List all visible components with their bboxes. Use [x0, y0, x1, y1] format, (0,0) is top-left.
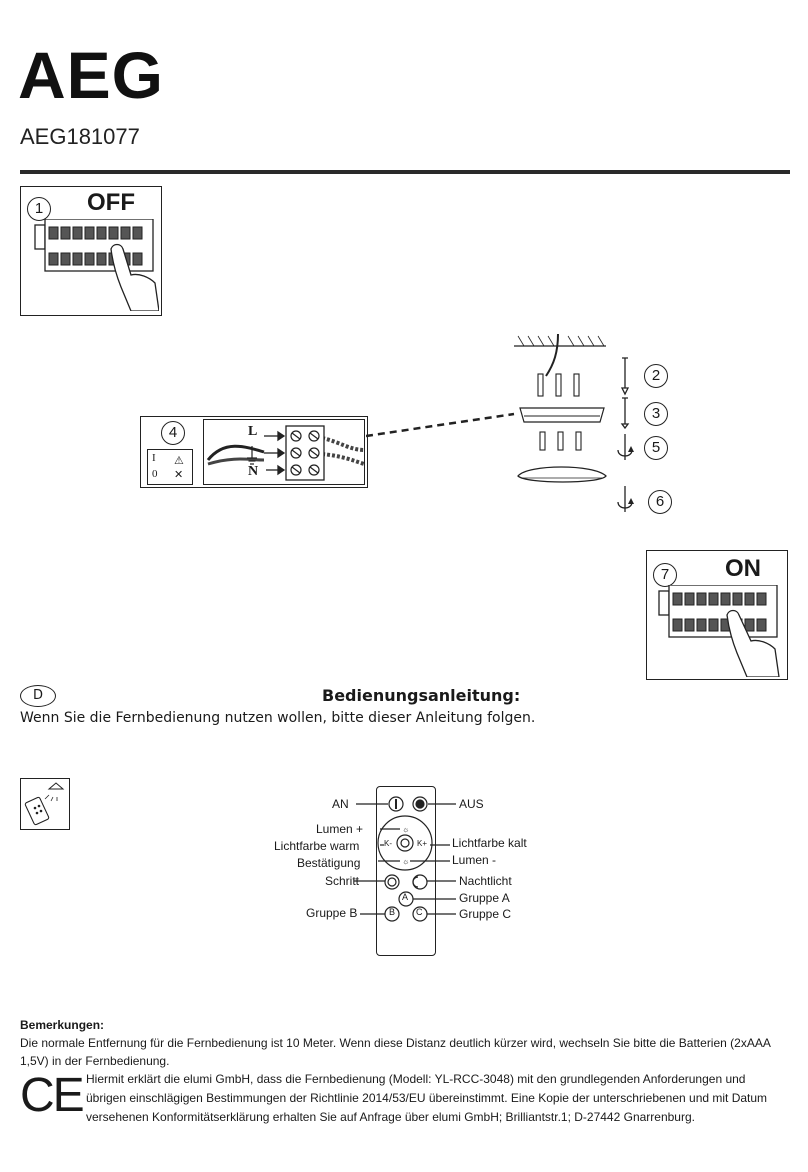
screwdriver-icon-2 — [620, 357, 630, 396]
header-divider — [20, 170, 790, 174]
svg-text:☼: ☼ — [402, 825, 409, 834]
live-terminal-label: L — [248, 424, 258, 439]
label-gruppe-c: Gruppe C — [459, 907, 512, 921]
dashed-connector-line — [366, 412, 515, 438]
circuit-breaker-off-illustration — [34, 219, 159, 311]
ce-mark: CE — [20, 1069, 85, 1122]
remote-control-diagram: ☼ ☼ K- K+ — [354, 796, 456, 922]
label-an: AN — [332, 797, 349, 811]
label-lumen-minus: Lumen - — [452, 853, 497, 867]
remote-button-a: A — [402, 892, 409, 902]
step-1-panel: 1 OFF — [20, 186, 162, 316]
terminal-box: L N — [203, 419, 365, 485]
warning-icon: ⚠ — [174, 454, 184, 467]
step-1-off-label: OFF — [87, 189, 135, 216]
step-5-number: 5 — [644, 436, 668, 460]
step-4-number: 4 — [161, 421, 185, 445]
label-bestaetigung: Bestätigung — [297, 856, 361, 870]
remarks-heading: Bemerkungen: — [20, 1018, 105, 1032]
svg-text:K+: K+ — [417, 839, 427, 848]
no-connection-icon: ✕ — [174, 468, 184, 481]
label-lichtfarbe-warm: Lichtfarbe warm — [274, 839, 360, 853]
label-aus: AUS — [459, 797, 484, 811]
step-7-number: 7 — [653, 563, 677, 587]
rotate-screw-icon-5 — [617, 434, 634, 460]
switch-off-symbol: 0 — [152, 468, 158, 480]
screwdriver-icon-3 — [620, 397, 630, 430]
remote-control-icon — [24, 782, 65, 826]
instructions-title: Bedienungsanleitung: — [322, 686, 521, 705]
step-4-wiring-panel: 4 I 0 ⚠ ✕ — [140, 416, 368, 488]
remote-pictogram-box — [20, 778, 70, 830]
remote-control-body — [376, 786, 436, 956]
step-7-on-label: ON — [725, 555, 761, 582]
remote-button-b: B — [389, 907, 396, 917]
conformity-declaration: Hiermit erklärt die elumi GmbH, dass die… — [86, 1072, 768, 1124]
svg-text:☼: ☼ — [402, 857, 409, 866]
label-schritt: Schritt — [325, 874, 360, 888]
step-2-number: 2 — [644, 364, 668, 388]
label-lichtfarbe-kalt: Lichtfarbe kalt — [452, 836, 527, 850]
svg-text:K-: K- — [384, 839, 392, 848]
label-gruppe-b: Gruppe B — [306, 906, 358, 920]
step-7-panel: 7 ON — [646, 550, 788, 680]
label-lumen-plus: Lumen + — [316, 822, 364, 836]
remarks-text: Die normale Entfernung für die Fernbedie… — [20, 1036, 771, 1068]
model-number: AEG181077 — [20, 124, 140, 149]
switch-warning-box: I 0 ⚠ ✕ — [147, 449, 193, 485]
step-6-number: 6 — [648, 490, 672, 514]
instructions-intro: Wenn Sie die Fernbedienung nutzen wollen… — [20, 710, 536, 726]
ceiling-mount-exploded-illustration — [514, 333, 607, 483]
label-gruppe-a: Gruppe A — [459, 891, 510, 905]
step-1-number: 1 — [27, 197, 51, 221]
label-nachtlicht: Nachtlicht — [459, 874, 512, 888]
brand-logo: AEG — [18, 38, 165, 112]
neutral-terminal-label: N — [248, 464, 259, 479]
language-marker: D — [20, 685, 56, 707]
step-3-number: 3 — [644, 402, 668, 426]
circuit-breaker-on-illustration — [658, 585, 780, 677]
remote-button-c: C — [416, 907, 423, 917]
rotate-screw-icon-6 — [617, 486, 634, 512]
terminal-wiring-illustration — [206, 425, 364, 481]
switch-on-symbol: I — [152, 452, 156, 464]
